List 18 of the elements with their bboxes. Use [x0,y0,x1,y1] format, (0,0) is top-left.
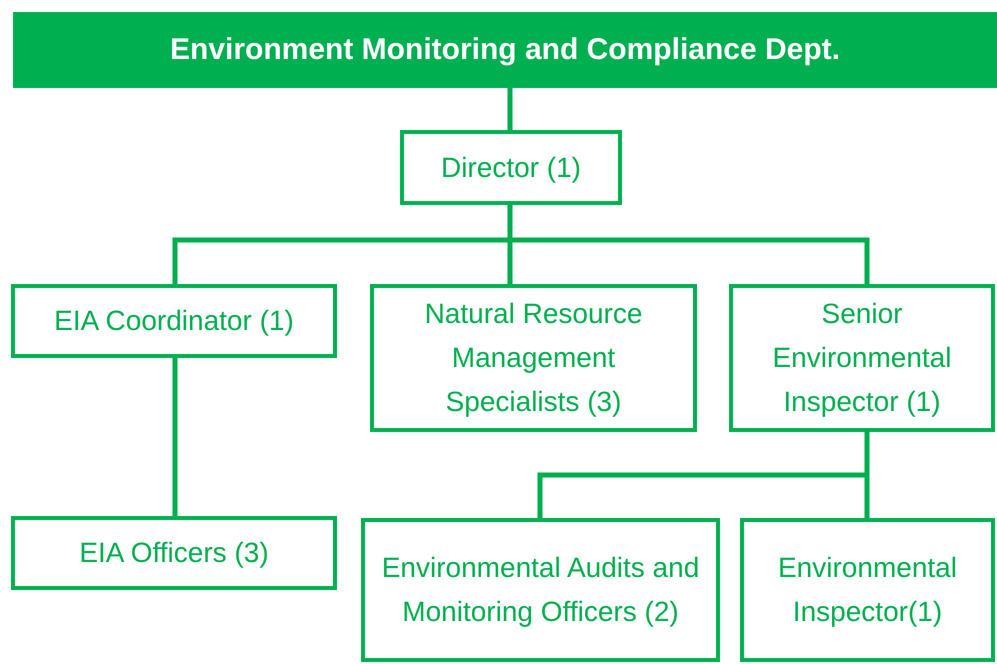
header-bar [13,12,997,88]
role-box [400,130,622,205]
role-label: Natural Resource Management Specialists (3) [424,297,644,419]
role-box [11,284,337,358]
role-box [740,518,995,662]
role-box [729,284,995,432]
role-box [370,284,697,432]
role-box [361,518,720,662]
role-label: Environmental Audits and Monitoring Officers (2) [380,551,700,629]
role-label: EIA Officers (3) [79,536,269,570]
connector-line [172,358,178,516]
department-title: Environment Monitoring and Compliance Dept. [170,32,840,68]
role-label: Environmental Inspector(1) [777,551,958,629]
role-label: Senior Environmental Inspector (1) [772,297,952,419]
role-label: Director (1) [440,150,581,185]
connector-line [508,88,512,130]
role-label: EIA Coordinator (1) [54,304,294,338]
role-box [11,516,337,590]
